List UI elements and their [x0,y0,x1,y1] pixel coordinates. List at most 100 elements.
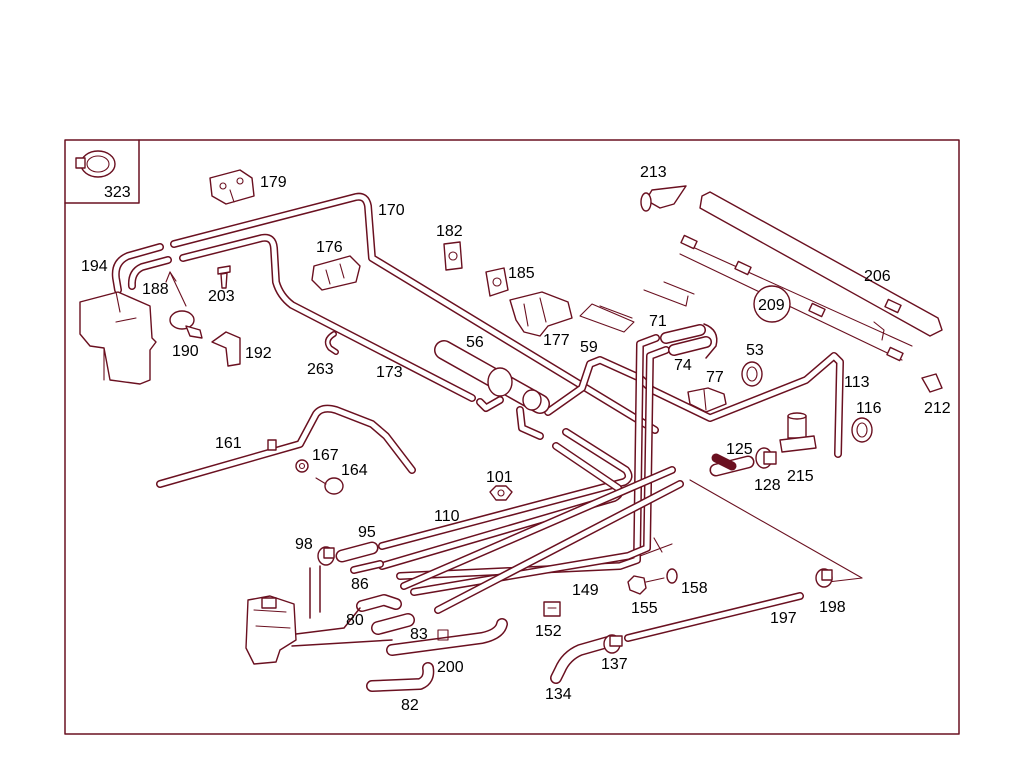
label-167: 167 [312,447,339,464]
clamp-137 [603,634,623,654]
tube-149 [400,466,684,614]
label-155: 155 [631,600,658,617]
label-98: 98 [295,536,313,553]
label-203: 203 [208,288,235,305]
hose-86 [350,560,384,574]
hose-80 [356,594,402,612]
strip-206 [679,191,943,362]
bracket-179 [209,169,255,205]
washer-167 [295,459,309,473]
rivet-203 [217,265,231,289]
bolt-164 [315,477,344,495]
hose-134 [550,636,614,684]
label-213: 213 [640,164,667,181]
clamp-98 [317,546,335,566]
label-95: 95 [358,524,376,541]
tube-197 [624,592,804,642]
connector-128 [755,447,777,469]
leader-lines [165,271,187,307]
hose-125 [709,453,755,477]
label-158: 158 [681,580,708,597]
valve-block [245,565,449,665]
clip-182 [443,241,463,271]
hose-82 [366,662,435,692]
label-200: 200 [437,659,464,676]
hose-clamp-icon [75,150,116,178]
label-101: 101 [486,469,513,486]
label-212: 212 [924,400,951,417]
label-83: 83 [410,626,428,643]
diagram-frame [64,139,960,735]
label-164: 164 [341,462,368,479]
label-134: 134 [545,686,572,703]
cable-263 [324,331,339,355]
hose-83 [371,613,415,635]
label-152: 152 [535,623,562,640]
label-125: 125 [726,441,753,458]
label-197: 197 [770,610,797,627]
label-170: 170 [378,202,405,219]
label-71: 71 [649,313,667,330]
washer-158 [666,568,678,584]
label-194: 194 [81,258,108,275]
label-56: 56 [466,334,484,351]
hose-lead-lines [579,281,863,583]
circled-callout-209: 209 [753,285,791,323]
hose-74 [660,323,718,359]
circled-label: 209 [758,297,785,314]
label-86: 86 [351,576,369,593]
label-177: 177 [543,332,570,349]
label-263: 263 [307,361,334,378]
label-215: 215 [787,468,814,485]
label-82: 82 [401,697,419,714]
tube-71 [396,334,670,596]
strap-161 [267,439,277,451]
bolt-155 [627,575,665,595]
clip-152 [543,601,561,617]
clip-185 [485,267,509,297]
valve-215 [779,412,817,453]
label-192: 192 [245,345,272,362]
pushpin-213 [640,185,687,212]
clip-192 [211,331,241,367]
label-59: 59 [580,339,598,356]
bracket-177 [509,291,573,337]
clip-176 [311,255,361,291]
part-labels: 179 170 182 176 185 213 206 194 188 203 … [81,164,951,714]
label-80: 80 [346,612,364,629]
hose-188 [127,256,172,290]
label-182: 182 [436,223,463,240]
label-176: 176 [316,239,343,256]
label-149: 149 [572,582,599,599]
label-137: 137 [601,656,628,673]
label-74: 74 [674,357,692,374]
label-116: 116 [856,400,882,417]
label-53: 53 [746,342,764,359]
clamp-198 [815,568,833,588]
label-179: 179 [260,174,287,191]
grommet-116 [851,417,873,443]
inset-label: 323 [104,184,131,201]
label-173: 173 [376,364,403,381]
bracket-77 [687,387,727,413]
hose-200 [386,618,508,656]
label-110: 110 [434,508,460,525]
tube-161 [156,404,416,488]
label-185: 185 [508,265,535,282]
label-188: 188 [142,281,169,298]
clip-212 [921,373,943,393]
label-77: 77 [706,369,724,386]
inset-box-323: 323 [64,139,140,204]
label-161: 161 [215,435,242,452]
label-113: 113 [844,374,870,391]
reservoir [79,291,157,385]
tube-170 [170,192,659,434]
tube-173 [179,233,476,402]
label-198: 198 [819,599,846,616]
hose-194 [111,243,164,294]
label-190: 190 [172,343,199,360]
grommet-53 [741,361,763,387]
label-128: 128 [754,477,781,494]
